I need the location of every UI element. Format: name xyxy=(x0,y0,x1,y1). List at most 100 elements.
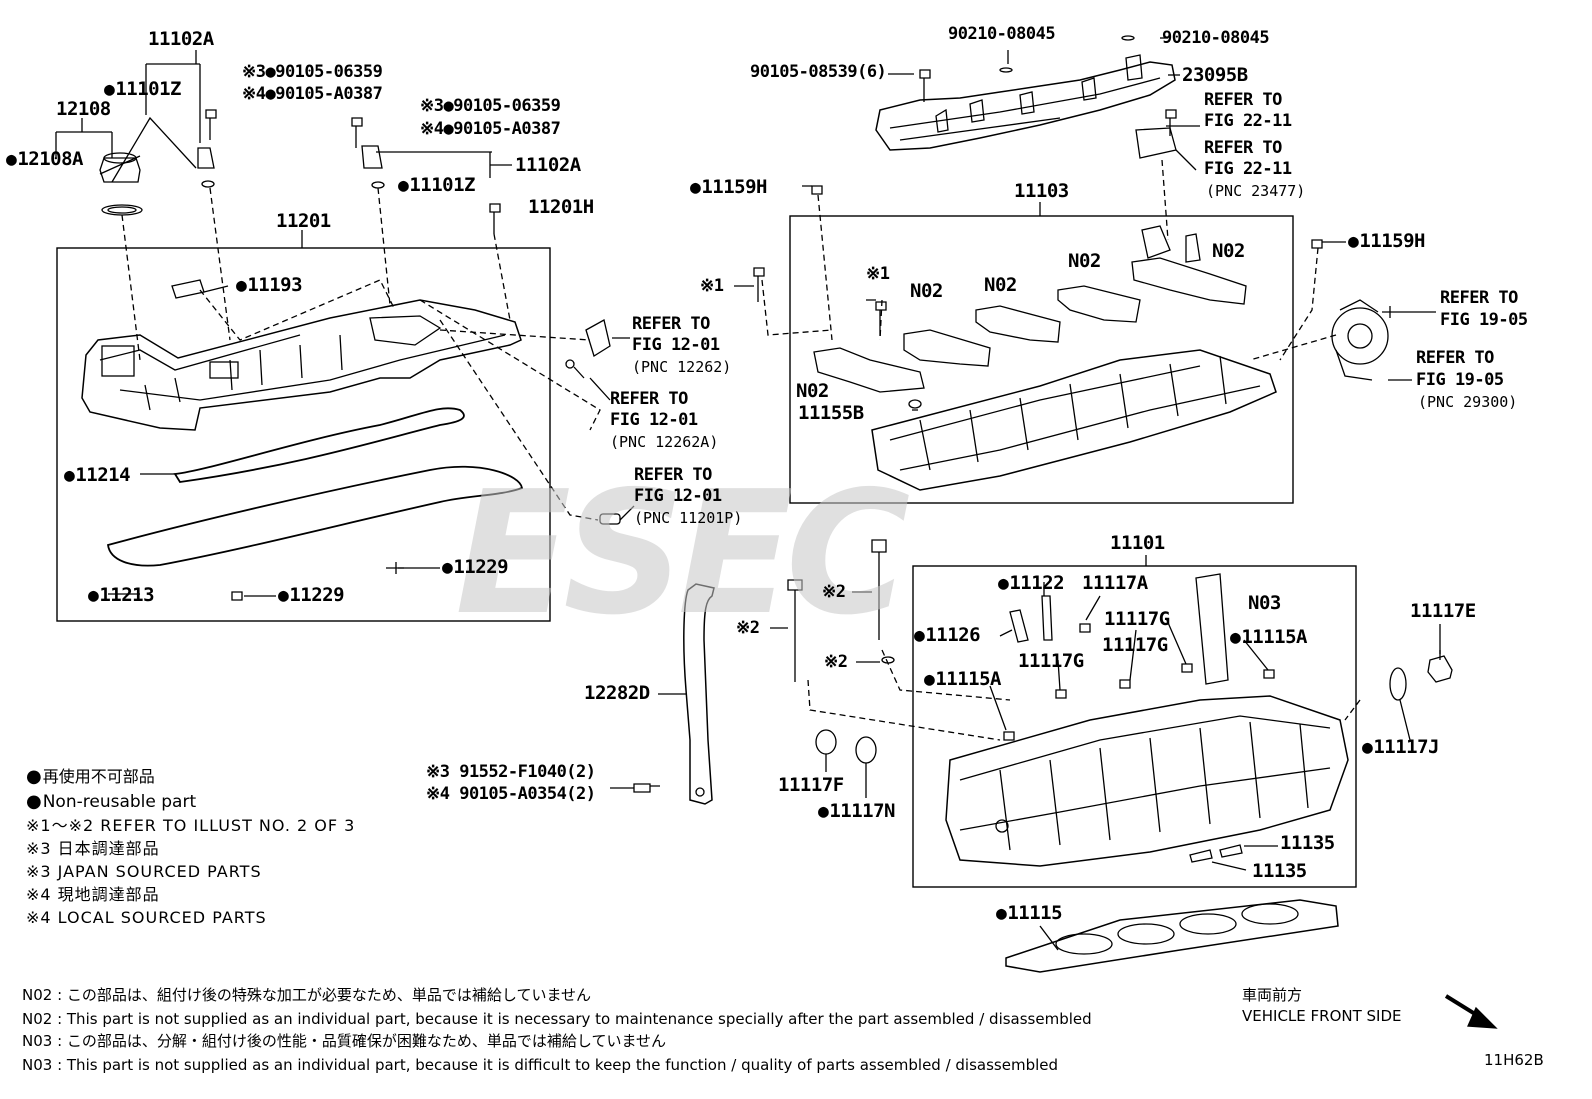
legend-line3: ※1～※2 REFER TO ILLUST NO. 2 OF 3 xyxy=(26,816,356,835)
watermark: ESEC xyxy=(455,455,910,653)
label-11101Z-mid: 11101Z xyxy=(398,176,475,195)
label-11229-b: 11229 xyxy=(278,586,344,605)
refer-2211-b-line2: FIG 22-11 xyxy=(1204,159,1292,179)
label-x1-b: ※1 xyxy=(866,264,890,284)
label-11117J: 11117J xyxy=(1362,738,1439,757)
label-12108A: 12108A xyxy=(6,150,83,169)
label-11115A-a: 11115A xyxy=(1230,628,1307,647)
footnote-n03-jp: N03 : この部品は、分解・組付け後の性能・品質確保が困難なため、単品では補給… xyxy=(22,1032,667,1050)
refer-11201P-line1: REFER TO xyxy=(634,465,712,485)
refer-2211-b-line3: (PNC 23477) xyxy=(1206,182,1306,200)
label-11214: 11214 xyxy=(64,466,130,485)
refer-2211-b-line1: REFER TO xyxy=(1204,138,1282,158)
legend-line4: ※3 日本調達部品 xyxy=(26,839,160,858)
box-11103 xyxy=(789,215,1294,504)
label-11159H-a: 11159H xyxy=(690,178,767,197)
gasket-11115 xyxy=(1005,899,1339,973)
legend-line6: ※4 現地調達部品 xyxy=(26,885,160,904)
footnote-n03-en: N03 : This part is not supplied as an in… xyxy=(22,1056,1059,1074)
refer-12262-line3: (PNC 12262) xyxy=(632,358,732,376)
label-11135-b: 11135 xyxy=(1252,860,1307,882)
valve-cover-outline xyxy=(81,299,522,431)
refer-12262-line1: REFER TO xyxy=(632,314,710,334)
refer-12262A-line1: REFER TO xyxy=(610,389,688,409)
label-12282D: 12282D xyxy=(584,682,650,704)
box-11201 xyxy=(56,247,551,622)
label-12108: 12108 xyxy=(56,98,111,120)
label-90105-A0387-b: ※4●90105-A0387 xyxy=(420,119,561,139)
housing-23095B xyxy=(875,61,1176,151)
label-11102A-mid: 11102A xyxy=(515,154,581,176)
refer-2211-a-line1: REFER TO xyxy=(1204,90,1282,110)
label-11103: 11103 xyxy=(1014,180,1069,202)
legend-line1: 再使用不可部品 xyxy=(26,768,155,786)
refer-12262A-line2: FIG 12-01 xyxy=(610,410,698,430)
refer-11201P-line2: FIG 12-01 xyxy=(634,486,722,506)
label-90105-06359-b: ※3●90105-06359 xyxy=(420,96,561,116)
label-x2-a: ※2 xyxy=(822,582,846,602)
label-n02-1: N02 xyxy=(1212,240,1245,262)
cylinder-head-lower xyxy=(945,695,1349,867)
figure-id: 11H62B xyxy=(1484,1051,1544,1069)
front-side-en: VEHICLE FRONT SIDE xyxy=(1242,1007,1402,1025)
label-11159H-b: 11159H xyxy=(1348,232,1425,251)
label-x2-b: ※2 xyxy=(736,618,760,638)
label-n02-4: N02 xyxy=(910,280,943,302)
label-x2-c: ※2 xyxy=(824,652,848,672)
label-11101Z-left: 11101Z xyxy=(104,80,181,99)
label-11117G-b: 11117G xyxy=(1102,634,1168,656)
label-11117G-c: 11117G xyxy=(1018,650,1084,672)
footnote-n02-en: N02 : This part is not supplied as an in… xyxy=(22,1010,1092,1028)
legend-line7: ※4 LOCAL SOURCED PARTS xyxy=(26,908,267,927)
label-11201H: 11201H xyxy=(528,196,594,218)
label-n02-5: N02 xyxy=(796,380,829,402)
bracket-12282D xyxy=(683,583,715,805)
label-x1-a: ※1 xyxy=(700,276,724,296)
refer-12262A-line3: (PNC 12262A) xyxy=(610,433,719,451)
legend-line2: Non-reusable part xyxy=(26,793,196,811)
cylinder-head-upper xyxy=(871,349,1277,491)
label-n03: N03 xyxy=(1248,592,1281,614)
label-n02-3: N02 xyxy=(984,274,1017,296)
label-11155B: 11155B xyxy=(798,402,864,424)
label-90105-A0354: ※4 90105-A0354(2) xyxy=(426,784,596,804)
gasket-11214 xyxy=(173,407,465,483)
label-11101: 11101 xyxy=(1110,532,1165,554)
label-11117G-a: 11117G xyxy=(1104,608,1170,630)
label-11102A-top: 11102A xyxy=(148,28,214,50)
label-11115A-b: 11115A xyxy=(924,670,1001,689)
label-90105-A0387-a: ※4●90105-A0387 xyxy=(242,84,383,104)
refer-2211-a-line2: FIG 22-11 xyxy=(1204,111,1292,131)
label-11117E: 11117E xyxy=(1410,600,1476,622)
label-11193: 11193 xyxy=(236,276,302,295)
label-n02-2: N02 xyxy=(1068,250,1101,272)
refer-11201P-line3: (PNC 11201P) xyxy=(634,509,743,527)
front-side-jp: 車両前方 xyxy=(1242,986,1303,1004)
refer-1905-a-line1: REFER TO xyxy=(1440,288,1518,308)
label-11201: 11201 xyxy=(276,210,331,232)
label-11126: 11126 xyxy=(914,626,980,645)
legend-line5: ※3 JAPAN SOURCED PARTS xyxy=(26,862,262,881)
refer-12262-line2: FIG 12-01 xyxy=(632,335,720,355)
label-11117A: 11117A xyxy=(1082,572,1148,594)
label-11117F: 11117F xyxy=(778,774,844,796)
footnote-n02-jp: N02 : この部品は、組付け後の特殊な加工が必要なため、単品では補給していませ… xyxy=(22,986,592,1004)
refer-1905-b-line2: FIG 19-05 xyxy=(1416,370,1504,390)
label-11229-a: 11229 xyxy=(442,558,508,577)
refer-1905-b-line1: REFER TO xyxy=(1416,348,1494,368)
gasket-11213 xyxy=(107,465,524,567)
label-11117N: 11117N xyxy=(818,802,895,821)
label-90105-08539: 90105-08539(6) xyxy=(750,62,887,82)
refer-1905-a-line2: FIG 19-05 xyxy=(1440,310,1528,330)
label-23095B: 23095B xyxy=(1182,64,1248,86)
label-11122: 11122 xyxy=(998,574,1064,593)
label-11115: 11115 xyxy=(996,904,1062,923)
label-90210-a: 90210-08045 xyxy=(948,24,1056,44)
label-11213: 11213 xyxy=(88,586,154,605)
label-11135-a: 11135 xyxy=(1280,832,1335,854)
label-91552: ※3 91552-F1040(2) xyxy=(426,762,596,782)
refer-1905-b-line3: (PNC 29300) xyxy=(1418,393,1518,411)
label-90105-06359-a: ※3●90105-06359 xyxy=(242,62,383,82)
label-90210-b: 90210-08045 xyxy=(1162,28,1270,48)
